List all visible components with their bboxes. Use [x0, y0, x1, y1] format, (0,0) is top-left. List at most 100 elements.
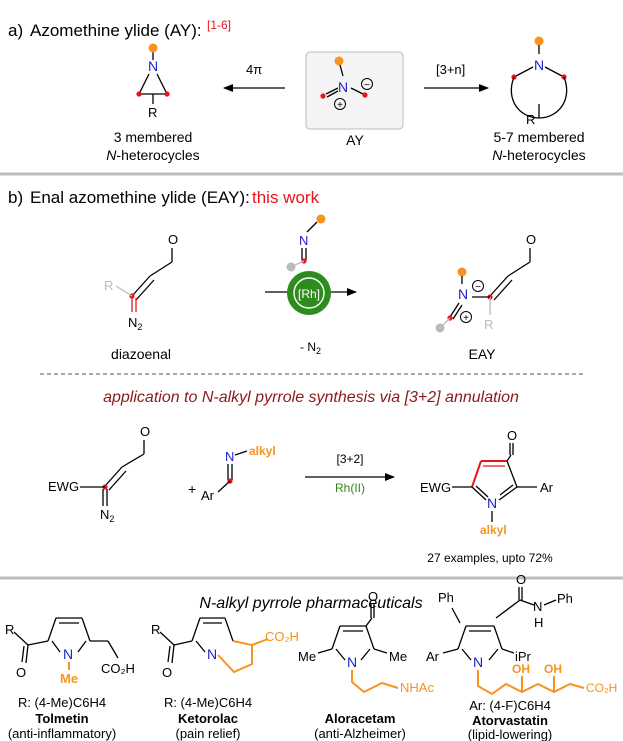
svg-text:R: R — [526, 112, 535, 127]
aziridine-structure: N R — [136, 43, 170, 120]
svg-text:H: H — [534, 615, 543, 630]
svg-text:Ar: Ar — [540, 480, 554, 495]
svg-text:O: O — [516, 572, 526, 587]
svg-text:N: N — [534, 57, 544, 73]
svg-text:EWG: EWG — [420, 480, 451, 495]
aloracetam-use: (anti-Alzheimer) — [314, 726, 406, 741]
scope-label: 27 examples, upto 72% — [427, 551, 553, 565]
atorvastatin-name: Atorvastatin — [472, 713, 548, 728]
diazo-n2: N2 — [128, 315, 142, 332]
svg-text:CO₂H: CO₂H — [265, 629, 299, 644]
ring-structure: N R — [510, 36, 568, 127]
svg-text:Ar: Ar — [426, 649, 440, 664]
svg-text:alkyl: alkyl — [249, 444, 276, 458]
ketorolac-structure: R O N CO₂H — [151, 617, 299, 680]
imine-reagent: N — [286, 214, 326, 272]
svg-text:O: O — [162, 665, 172, 680]
section-b-letter: b) — [8, 188, 23, 207]
svg-text:CO₂H: CO₂H — [101, 661, 135, 676]
svg-text:N: N — [225, 449, 234, 464]
aloracetam-name: Aloracetam — [325, 711, 396, 726]
arrow-3n-label: [3+n] — [436, 62, 465, 77]
section-b: b) Enal azomethine ylide (EAY): this wor… — [8, 188, 536, 362]
ay-structure: N + − — [320, 56, 373, 111]
svg-text:NHAc: NHAc — [400, 680, 434, 695]
svg-text:R: R — [484, 317, 493, 332]
annulation-arrow-bottom: Rh(II) — [335, 481, 365, 495]
tolmetin-r-group: R: (4-Me)C6H4 — [18, 695, 106, 710]
svg-text:+: + — [337, 100, 343, 111]
pyrrole-product: O N EWG Ar alkyl — [420, 428, 554, 537]
ketorolac-r-group: R: (4-Me)C6H4 — [164, 695, 252, 710]
aloracetam-structure: O N Me Me NHAc — [298, 589, 434, 695]
svg-text:R: R — [151, 622, 160, 637]
svg-text:O: O — [168, 232, 178, 247]
annulation-arrow-top: [3+2] — [336, 452, 363, 466]
app-diazo-structure: O EWG N2 — [48, 424, 150, 524]
section-b-title: Enal azomethine ylide (EAY): — [30, 188, 250, 207]
ketorolac-name: Ketorolac — [178, 711, 238, 726]
svg-text:EWG: EWG — [48, 479, 79, 494]
pharma-heading: N-alkyl pyrrole pharmaceuticals — [199, 595, 422, 612]
svg-text:R: R — [104, 278, 113, 293]
svg-text:O: O — [140, 424, 150, 439]
diazoenal-label: diazoenal — [111, 346, 171, 362]
ketorolac-use: (pain relief) — [175, 726, 240, 741]
svg-text:alkyl: alkyl — [480, 523, 507, 537]
eay-structure: O R − N + — [435, 232, 536, 333]
svg-text:Me: Me — [298, 649, 316, 664]
svg-text:OH: OH — [544, 662, 562, 676]
section-a-letter: a) — [8, 21, 23, 40]
svg-text:−: − — [475, 282, 481, 293]
svg-text:Me: Me — [389, 649, 407, 664]
section-a-title: Azomethine ylide (AY): — [30, 21, 202, 40]
tolmetin-use: (anti-inflammatory) — [8, 726, 116, 741]
svg-text:R: R — [5, 622, 14, 637]
svg-text:+: + — [463, 313, 469, 324]
svg-text:N: N — [338, 79, 348, 95]
atorvastatin-use: (lipid-lowering) — [468, 727, 553, 741]
svg-text:N: N — [347, 654, 357, 670]
atorvastatin-structure: Ph O N Ph H N Ar iPr OH OH — [426, 572, 617, 696]
svg-text:CO₂H: CO₂H — [586, 681, 617, 695]
svg-text:O: O — [507, 428, 517, 443]
left-caption-line2: N-heterocycles — [106, 147, 199, 163]
section-b-highlight: this work — [252, 188, 320, 207]
svg-text:N: N — [533, 599, 542, 614]
section-a: a) Azomethine ylide (AY): [1-6] N R 3 me… — [8, 18, 586, 163]
diazoenal-structure: O R N2 — [104, 232, 178, 332]
atorvastatin-ar-group: Ar: (4-F)C6H4 — [469, 698, 551, 713]
atom-r: R — [148, 105, 157, 120]
svg-text:N: N — [473, 654, 483, 670]
svg-text:N: N — [207, 646, 217, 662]
application: application to N-alkyl pyrrole synthesis… — [48, 389, 554, 565]
svg-text:Ph: Ph — [438, 590, 454, 605]
arrow-4pi-label: 4π — [246, 62, 262, 77]
svg-text:O: O — [526, 232, 536, 247]
left-caption-line1: 3 membered — [114, 129, 193, 145]
svg-text:N: N — [299, 233, 308, 248]
tolmetin-structure: R O N Me CO₂H — [5, 617, 135, 686]
application-heading: application to N-alkyl pyrrole synthesis… — [103, 389, 519, 406]
substituent-dot — [148, 43, 158, 53]
section-a-refs: [1-6] — [207, 18, 231, 32]
svg-text:N2: N2 — [100, 507, 114, 524]
svg-text:OH: OH — [512, 662, 530, 676]
rh-catalyst-label: [Rh] — [298, 287, 320, 301]
ay-box — [305, 51, 404, 130]
eay-label: EAY — [469, 346, 497, 362]
atom-n: N — [148, 58, 158, 74]
app-imine-structure: N alkyl Ar — [201, 444, 276, 503]
svg-text:−: − — [364, 80, 370, 91]
pharma-section: N-alkyl pyrrole pharmaceuticals R O N Me… — [5, 572, 617, 741]
plus-sign: + — [188, 481, 196, 497]
svg-text:Me: Me — [60, 671, 78, 686]
byproduct-label: - N2 — [300, 340, 321, 356]
svg-text:O: O — [368, 589, 378, 604]
svg-text:N: N — [487, 495, 497, 511]
right-caption-line1: 5-7 membered — [493, 129, 584, 145]
svg-text:O: O — [16, 665, 26, 680]
center-caption: AY — [346, 132, 364, 148]
svg-text:N: N — [63, 646, 73, 662]
